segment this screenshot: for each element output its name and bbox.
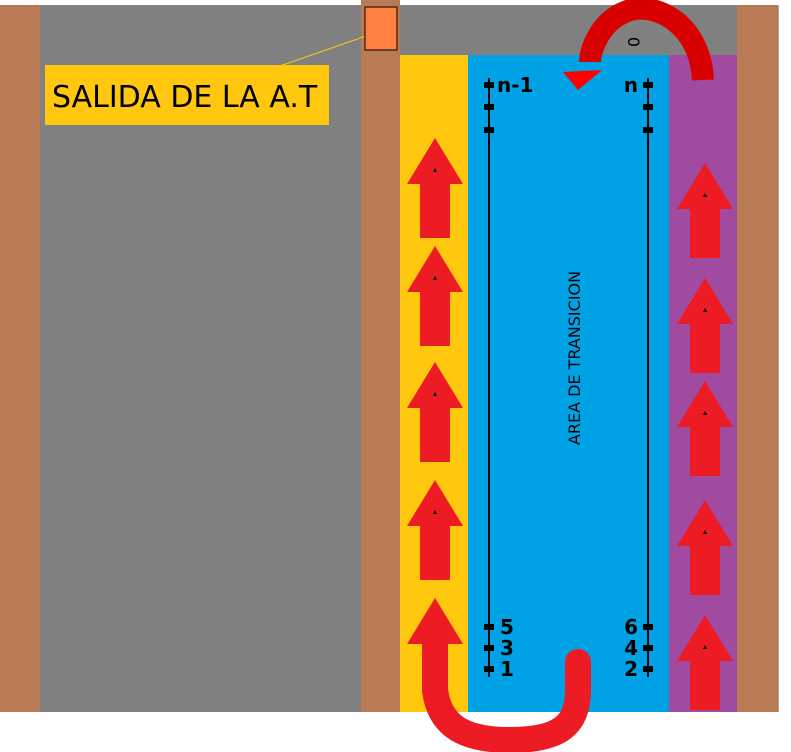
left-shoulder <box>0 5 40 712</box>
right-label-6: 6 <box>624 615 638 639</box>
exit-marker-box <box>364 6 398 51</box>
purple-lane-up-arrow <box>677 163 733 258</box>
callout-label: SALIDA DE LA A.T <box>52 80 318 115</box>
purple-lane-up-arrow <box>677 500 733 595</box>
top-marker-label: 0 <box>624 37 643 47</box>
arrow-dot-marker <box>433 510 437 514</box>
purple-lane-up-arrow <box>677 381 733 476</box>
purple-lane-up-arrow <box>677 615 733 710</box>
left-top-label: n-1 <box>497 73 533 97</box>
left-measure-line <box>484 78 494 677</box>
right-label-4: 4 <box>624 636 638 660</box>
right-shoulder <box>737 5 778 712</box>
right-top-label: n <box>624 73 638 97</box>
u-turn-arrow-head <box>407 598 463 644</box>
left-label-5: 5 <box>500 615 514 639</box>
arrow-dot-marker <box>703 308 707 312</box>
yellow-lane-up-arrow <box>407 362 463 462</box>
bottom-u-turn-arrow <box>422 627 591 752</box>
purple-lane-up-arrow <box>677 278 733 373</box>
callout-leader-line <box>279 35 367 67</box>
traffic-arrows <box>407 138 733 710</box>
arrow-dot-marker <box>703 645 707 649</box>
top-return-arrow-head <box>563 70 602 90</box>
arrow-dot-marker <box>703 193 707 197</box>
yellow-lane-up-arrow <box>407 246 463 346</box>
right-edge-line <box>778 5 779 712</box>
arrow-dot-marker <box>703 530 707 534</box>
right-label-2: 2 <box>624 657 638 681</box>
left-label-3: 3 <box>500 636 514 660</box>
median-shoulder <box>361 0 400 712</box>
arrow-dot-marker <box>433 168 437 172</box>
transition-area <box>468 55 669 712</box>
arrow-dot-marker <box>703 411 707 415</box>
transition-area-label: AREA DE TRANSICION <box>565 271 584 445</box>
arrow-dot-marker <box>433 276 437 280</box>
purple-lane <box>669 55 737 712</box>
yellow-lane-up-arrow <box>407 480 463 580</box>
yellow-lane-up-arrow <box>407 138 463 238</box>
left-label-1: 1 <box>500 657 514 681</box>
callout-box <box>45 65 329 125</box>
arrow-dot-marker <box>433 392 437 396</box>
right-measure-line <box>643 78 653 677</box>
top-return-arrow-body <box>579 0 714 82</box>
